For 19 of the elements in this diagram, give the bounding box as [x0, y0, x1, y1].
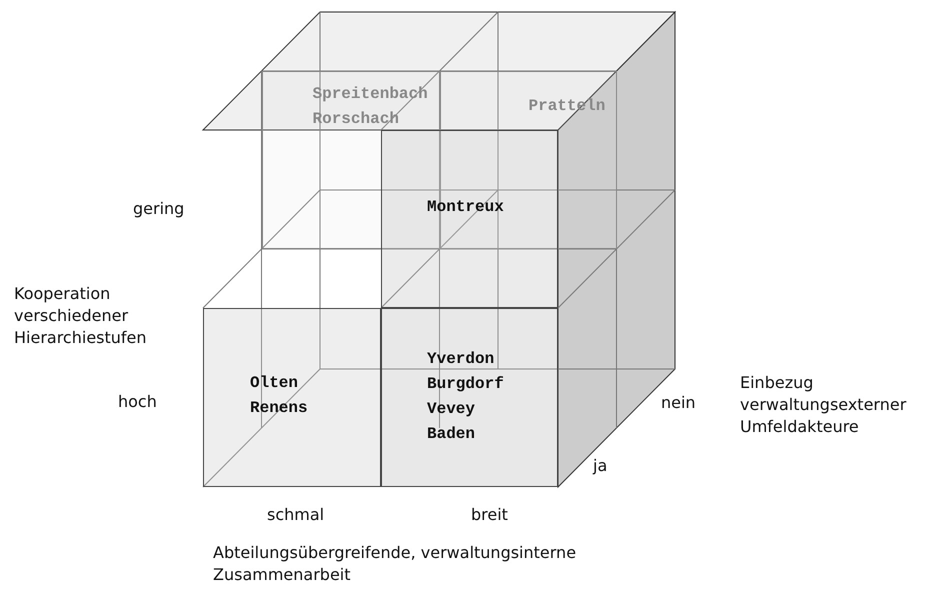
axis-value: nein — [661, 392, 697, 414]
axis-title: Kooperation verschiedener Hierarchiestufen — [14, 283, 148, 349]
place-name: Yverdon — [427, 349, 494, 370]
cube-cell — [203, 308, 381, 487]
axis-value: schmal — [267, 504, 326, 526]
axis-title: Einbezug verwaltungsexterner Umfeldakteure — [740, 372, 908, 438]
axis-title: Abteilungsübergreifende, verwaltungsinterne Zusammenarbeit — [213, 542, 578, 586]
axis-value: breit — [471, 504, 509, 526]
cube-cell — [381, 130, 558, 308]
axis-value: gering — [133, 198, 186, 220]
axis-value: hoch — [118, 391, 158, 413]
place-name: Olten — [250, 373, 298, 394]
axis-value: ja — [593, 455, 608, 477]
place-name: Renens — [250, 398, 308, 419]
place-name: Burgdorf — [427, 374, 504, 395]
place-name: Vevey — [427, 399, 476, 420]
cube-cell — [381, 308, 558, 487]
place-name: Baden — [427, 424, 476, 445]
place-name: Montreux — [427, 197, 504, 218]
